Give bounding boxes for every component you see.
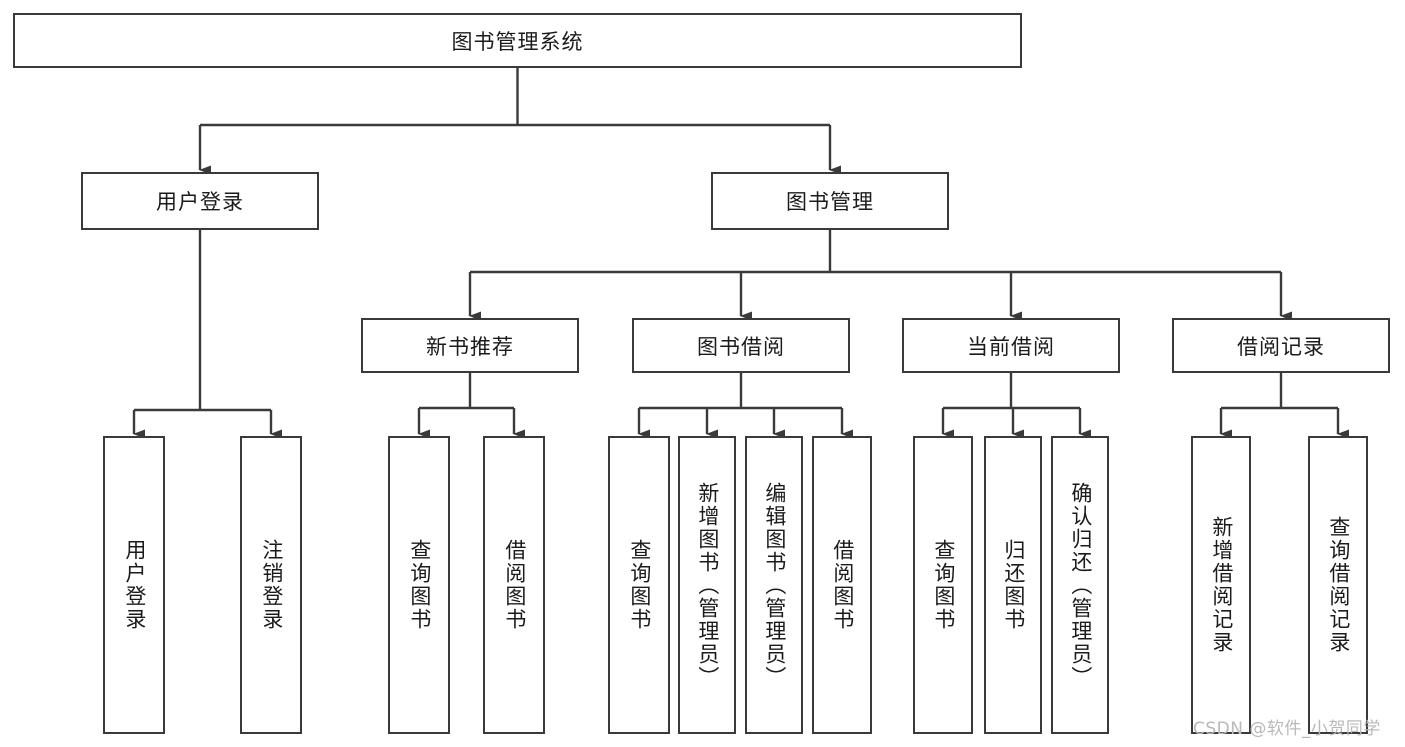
- node-user-login[interactable]: 用户登录: [81, 172, 319, 230]
- leaf-node-current_borrow-1[interactable]: 归还图书: [984, 436, 1042, 734]
- leaf-node-book_borrow-3[interactable]: 借阅图书: [812, 436, 872, 734]
- node-book-borrow-label: 图书借阅: [697, 334, 785, 359]
- leaf-node-user_login-1[interactable]: 注销登录: [240, 436, 302, 734]
- leaf-node-book_borrow-2[interactable]: 编辑图书（管理员）: [745, 436, 803, 734]
- leaf-node-label: 编辑图书（管理员）: [762, 481, 787, 689]
- leaf-node-label: 确认归还（管理员）: [1068, 481, 1093, 689]
- leaf-node-label: 注销登录: [259, 539, 284, 631]
- leaf-node-label: 查询图书: [931, 539, 956, 631]
- leaf-node-book_borrow-0[interactable]: 查询图书: [608, 436, 670, 734]
- node-book-management[interactable]: 图书管理: [711, 172, 949, 230]
- node-new-book-recommend-label: 新书推荐: [426, 334, 514, 359]
- leaf-node-label: 查询借阅记录: [1326, 516, 1351, 654]
- node-borrow-record[interactable]: 借阅记录: [1172, 318, 1390, 373]
- node-root-label: 图书管理系统: [451, 29, 584, 54]
- leaf-node-borrow_record-1[interactable]: 查询借阅记录: [1308, 436, 1368, 734]
- leaf-node-label: 借阅图书: [502, 539, 527, 631]
- leaf-node-label: 归还图书: [1001, 539, 1026, 631]
- watermark: CSDN @软件_小贺同学: [1193, 719, 1381, 739]
- node-current-borrow[interactable]: 当前借阅: [902, 318, 1120, 373]
- leaf-node-new_book_recommend-0[interactable]: 查询图书: [388, 436, 450, 734]
- leaf-node-label: 查询图书: [627, 539, 652, 631]
- node-book-management-label: 图书管理: [786, 190, 874, 214]
- leaf-node-current_borrow-2[interactable]: 确认归还（管理员）: [1051, 436, 1109, 734]
- leaf-node-label: 借阅图书: [830, 539, 855, 631]
- node-book-borrow[interactable]: 图书借阅: [632, 318, 850, 373]
- leaf-node-current_borrow-0[interactable]: 查询图书: [913, 436, 973, 734]
- leaf-node-label: 用户登录: [122, 539, 147, 631]
- leaf-node-new_book_recommend-1[interactable]: 借阅图书: [483, 436, 545, 734]
- leaf-node-label: 新增图书（管理员）: [695, 481, 720, 689]
- leaf-node-book_borrow-1[interactable]: 新增图书（管理员）: [678, 436, 736, 734]
- node-root[interactable]: 图书管理系统: [13, 13, 1022, 68]
- leaf-node-label: 新增借阅记录: [1209, 516, 1234, 654]
- node-current-borrow-label: 当前借阅: [967, 334, 1055, 359]
- node-new-book-recommend[interactable]: 新书推荐: [361, 318, 579, 373]
- leaf-node-borrow_record-0[interactable]: 新增借阅记录: [1191, 436, 1251, 734]
- node-borrow-record-label: 借阅记录: [1237, 334, 1325, 359]
- leaf-node-label: 查询图书: [407, 539, 432, 631]
- node-user-login-label: 用户登录: [156, 190, 244, 214]
- leaf-node-user_login-0[interactable]: 用户登录: [103, 436, 165, 734]
